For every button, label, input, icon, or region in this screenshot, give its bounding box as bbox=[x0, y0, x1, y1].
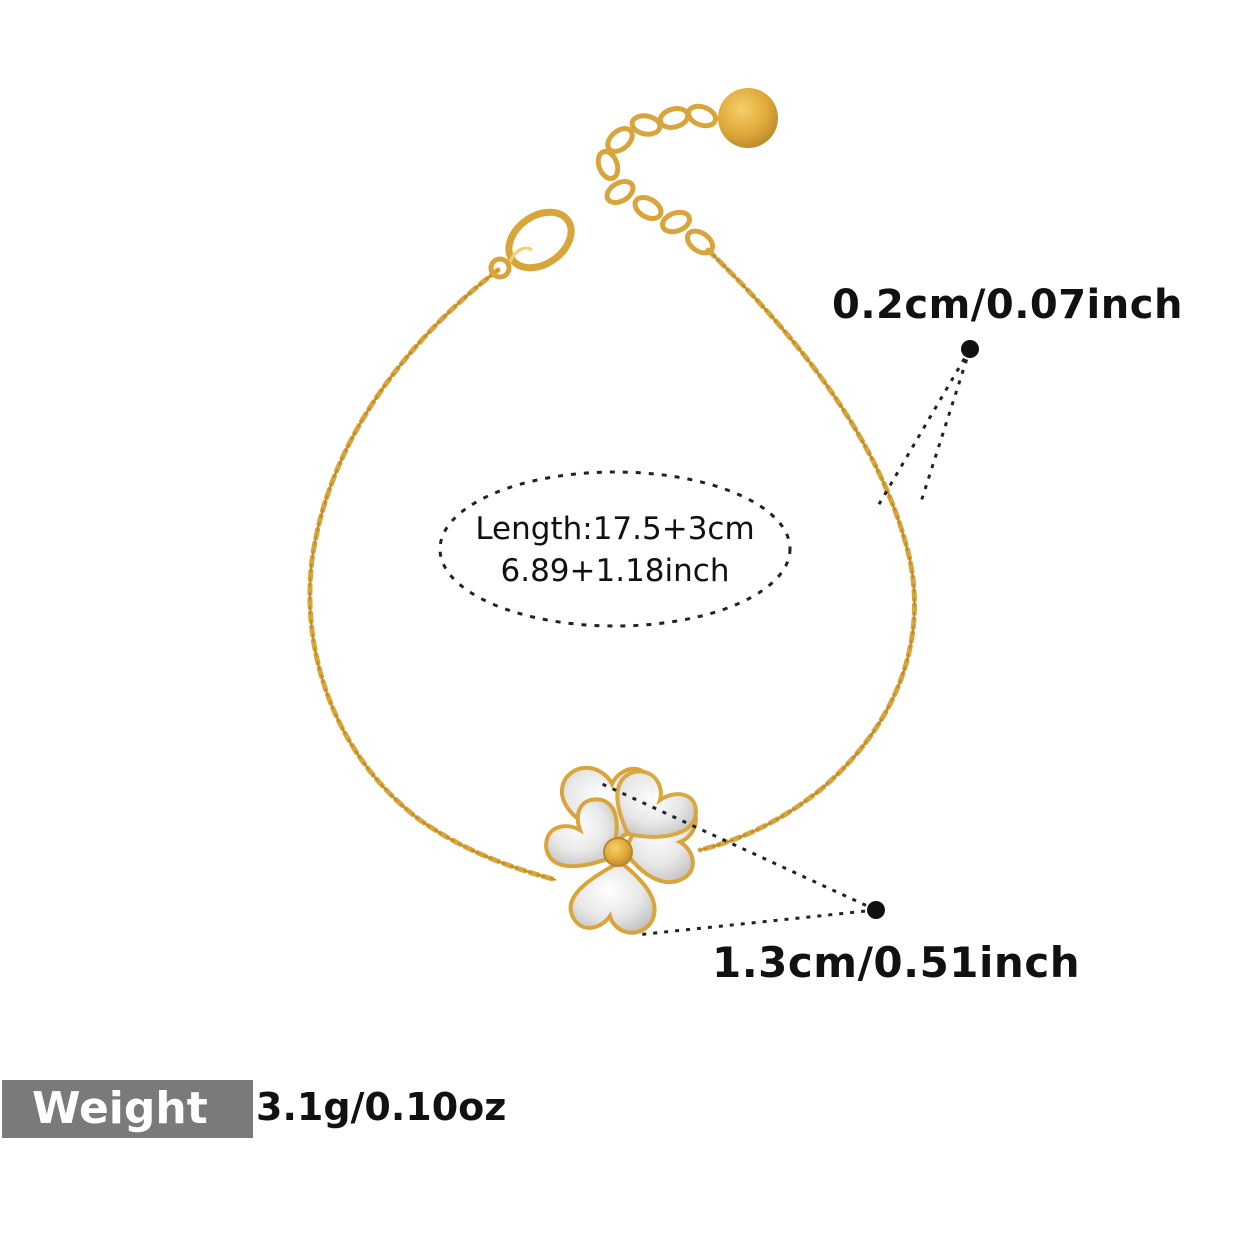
pendant-size-leaders bbox=[599, 781, 877, 937]
pendant-size-label: 1.3cm/0.51inch bbox=[712, 938, 1081, 987]
chain-width-label: 0.2cm/0.07inch bbox=[832, 282, 1183, 328]
flower-pendant bbox=[543, 765, 699, 935]
length-ellipse bbox=[438, 470, 792, 628]
length-callout: Length:17.5+3cm 6.89+1.18inch bbox=[440, 508, 790, 592]
weight-value: 3.1g/0.10oz bbox=[256, 1085, 507, 1129]
length-imperial: 6.89+1.18inch bbox=[500, 553, 730, 589]
length-metric: Length:17.5+3cm bbox=[475, 511, 755, 547]
tag-disc bbox=[718, 88, 778, 148]
pendant-size-dot bbox=[867, 901, 885, 919]
chain-width-leaders bbox=[876, 348, 972, 507]
chain-width-dot bbox=[961, 340, 979, 358]
lobster-clasp bbox=[488, 208, 575, 280]
extender-chain bbox=[595, 103, 719, 256]
pendant-center bbox=[603, 837, 633, 867]
weight-badge: Weight bbox=[2, 1080, 253, 1138]
